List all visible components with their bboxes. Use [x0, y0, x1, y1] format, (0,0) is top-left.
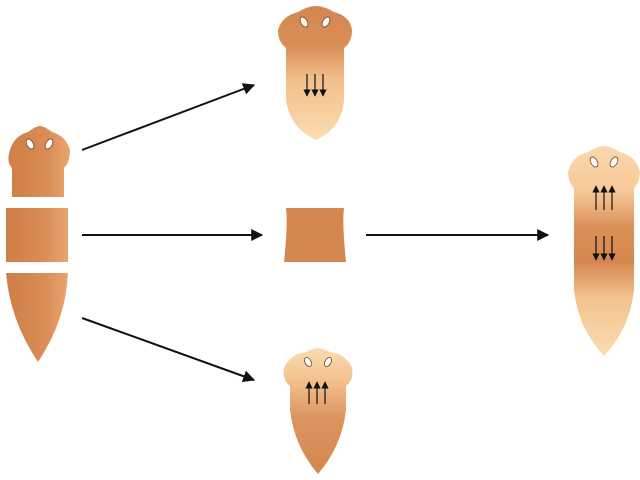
original-worm — [6, 126, 70, 362]
eye-icon — [589, 156, 599, 168]
gradient-arrows-up — [592, 185, 616, 210]
regenerated-whole-worm — [568, 146, 640, 356]
gradient-arrows-up — [305, 381, 329, 404]
original-trunk-piece — [6, 208, 68, 262]
eye-icon — [25, 138, 35, 150]
eye-icon — [323, 357, 333, 367]
gradient-arrows-down — [592, 236, 616, 261]
process-arrows — [81, 83, 550, 382]
original-tail-piece — [6, 273, 68, 362]
regenerated-head-fragment — [278, 6, 352, 140]
arrow-right-icon — [81, 83, 256, 151]
eye-icon — [299, 16, 309, 28]
tail-fragment-body — [283, 348, 353, 474]
regenerated-tail-fragment — [283, 348, 353, 474]
head-fragment-body — [278, 6, 352, 140]
eye-icon — [303, 357, 313, 367]
eye-icon — [609, 156, 619, 168]
arrow-right-icon — [81, 317, 256, 382]
trunk-fragment — [284, 208, 346, 262]
eye-icon — [44, 138, 54, 150]
gradient-arrows-down — [303, 74, 327, 97]
eye-icon — [321, 16, 331, 28]
original-head-piece — [8, 126, 70, 197]
